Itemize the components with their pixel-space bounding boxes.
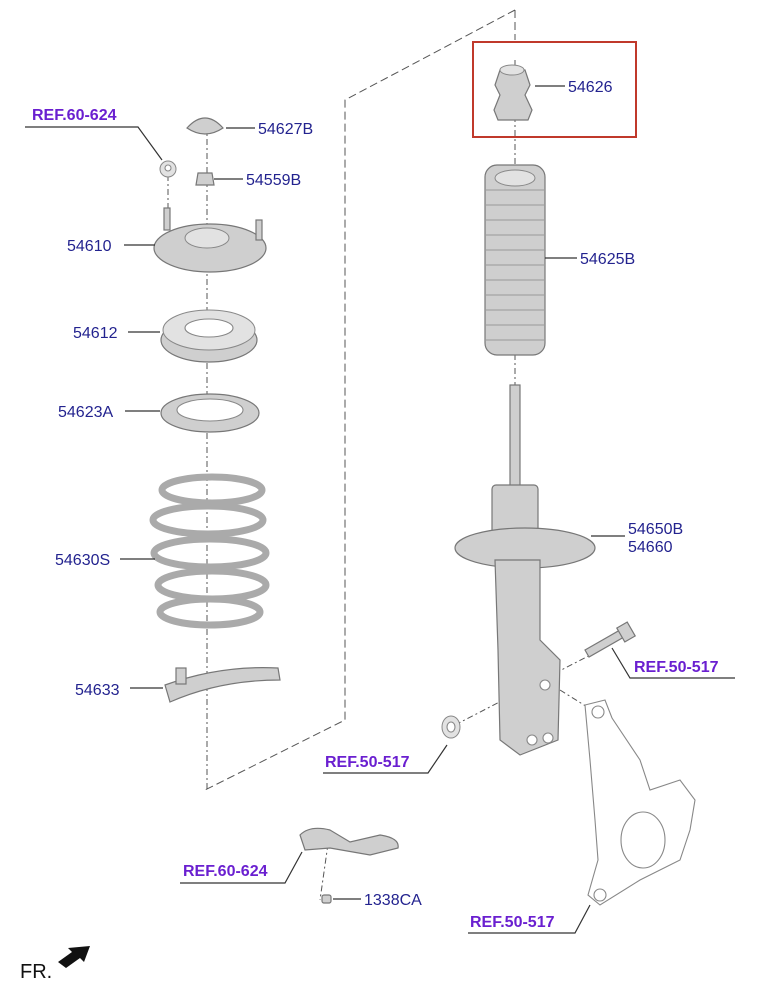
ref-label-50-517-knuckle[interactable]: REF.50-517 [470,914,555,931]
label-54630S[interactable]: 54630S [55,552,110,569]
part-54625B-dust-cover[interactable] [484,164,546,356]
ref-label-50-517-nut[interactable]: REF.50-517 [325,754,410,771]
part-1338CA-clip[interactable] [321,894,332,904]
front-arrow-icon [58,946,90,968]
part-54559B-nut[interactable] [195,172,215,186]
part-54612-bearing[interactable] [160,309,258,363]
ref-nut[interactable] [159,160,177,178]
label-54660[interactable]: 54660 [628,539,673,556]
part-54633-pad[interactable] [164,667,281,703]
ref-label-60-624-top[interactable]: REF.60-624 [32,107,117,124]
ref-steering-knuckle[interactable] [584,699,696,906]
part-54626-bump-stop[interactable] [493,64,533,121]
label-54612[interactable]: 54612 [73,325,118,342]
leader-lines [25,85,735,934]
label-54650B[interactable]: 54650B [628,521,683,538]
ref-bracket[interactable] [299,827,399,856]
part-54610-mount[interactable] [153,207,267,273]
part-54650B-strut[interactable] [454,384,596,756]
label-54559B[interactable]: 54559B [246,172,301,189]
part-54630S-spring[interactable] [149,473,270,629]
part-54627B-dome[interactable] [186,117,224,135]
label-54633[interactable]: 54633 [75,682,120,699]
ref-flange-nut[interactable] [441,715,461,739]
label-1338CA[interactable]: 1338CA [364,892,422,909]
ref-bolt[interactable] [584,621,637,658]
part-54623A-seat[interactable] [160,393,260,433]
ref-label-50-517-bolt[interactable]: REF.50-517 [634,659,719,676]
front-direction-label: FR. [20,961,52,983]
highlight-box [472,41,637,138]
label-54625B[interactable]: 54625B [580,251,635,268]
label-54626[interactable]: 54626 [568,79,613,96]
ref-label-60-624-bracket[interactable]: REF.60-624 [183,863,268,880]
label-54627B[interactable]: 54627B [258,121,313,138]
label-54623A[interactable]: 54623A [58,404,113,421]
label-54610[interactable]: 54610 [67,238,112,255]
